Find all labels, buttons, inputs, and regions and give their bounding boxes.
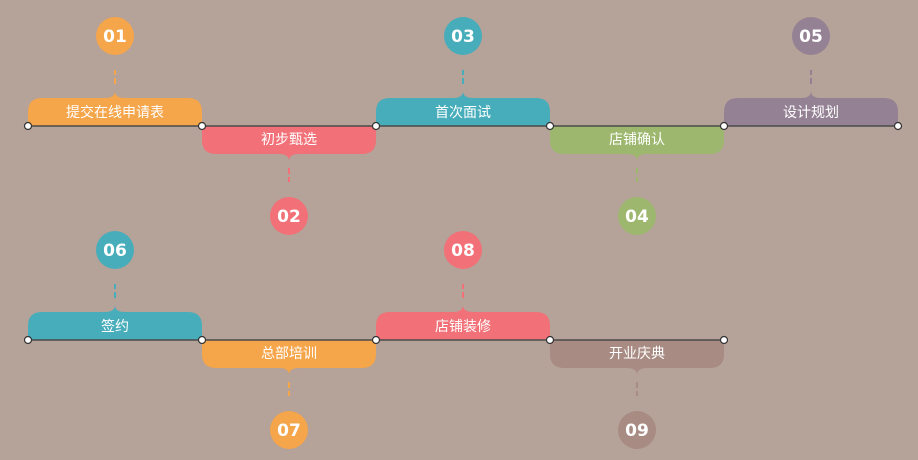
timeline-node — [719, 121, 729, 131]
step-number: 05 — [799, 27, 823, 47]
step-label: 设计规划 — [783, 105, 839, 121]
step-tab — [28, 91, 202, 126]
step-01: 提交在线申请表 01 — [28, 17, 202, 126]
step-label: 店铺装修 — [435, 319, 491, 335]
timeline-row-2: 签约 06 总部培训 07 店铺装修 08 开业庆典 09 — [23, 231, 729, 449]
step-06: 签约 06 — [28, 231, 202, 340]
step-tab — [550, 340, 724, 375]
step-08: 店铺装修 08 — [376, 231, 550, 340]
step-number: 01 — [103, 27, 127, 47]
step-label: 提交在线申请表 — [66, 104, 164, 121]
step-04: 店铺确认 04 — [550, 126, 724, 235]
step-number-circle — [96, 17, 134, 55]
step-number: 02 — [277, 207, 301, 227]
step-label: 首次面试 — [435, 105, 491, 121]
step-number-circle — [444, 231, 482, 269]
step-number: 06 — [103, 241, 127, 261]
step-number-circle — [96, 231, 134, 269]
timeline-node — [197, 121, 207, 131]
step-number: 03 — [451, 27, 475, 47]
timeline-node — [545, 335, 555, 345]
step-07: 总部培训 07 — [202, 340, 376, 449]
step-02: 初步甄选 02 — [202, 126, 376, 235]
step-tab — [28, 305, 202, 340]
timeline-node — [23, 121, 33, 131]
step-label: 签约 — [101, 318, 129, 335]
step-number-circle — [792, 17, 830, 55]
step-number-circle — [270, 411, 308, 449]
timeline-node — [893, 121, 903, 131]
step-tab — [376, 91, 550, 126]
step-09: 开业庆典 09 — [550, 340, 724, 449]
step-label: 总部培训 — [261, 346, 317, 362]
timeline-node — [371, 121, 381, 131]
step-tab — [202, 340, 376, 375]
timeline-node — [545, 121, 555, 131]
step-number-circle — [618, 411, 656, 449]
step-tab — [724, 91, 898, 126]
step-tab — [550, 126, 724, 161]
step-tab — [376, 305, 550, 340]
step-label: 开业庆典 — [609, 346, 665, 362]
step-number-circle — [270, 197, 308, 235]
timeline-node — [719, 335, 729, 345]
step-number-circle — [618, 197, 656, 235]
timeline-node — [23, 335, 33, 345]
step-05: 设计规划 05 — [724, 17, 898, 126]
timeline-node — [197, 335, 207, 345]
step-03: 首次面试 03 — [376, 17, 550, 126]
step-label: 初步甄选 — [261, 131, 317, 148]
step-number: 08 — [451, 241, 475, 261]
timeline-node — [371, 335, 381, 345]
step-label: 店铺确认 — [609, 132, 665, 148]
timeline-row-1: 提交在线申请表 01 初步甄选 02 首次面试 03 店铺确认 04 设计规划 05 — [23, 17, 903, 235]
step-number: 04 — [625, 207, 649, 227]
step-number-circle — [444, 17, 482, 55]
step-tab — [202, 126, 376, 161]
step-number: 07 — [277, 421, 301, 441]
step-number: 09 — [625, 421, 649, 441]
